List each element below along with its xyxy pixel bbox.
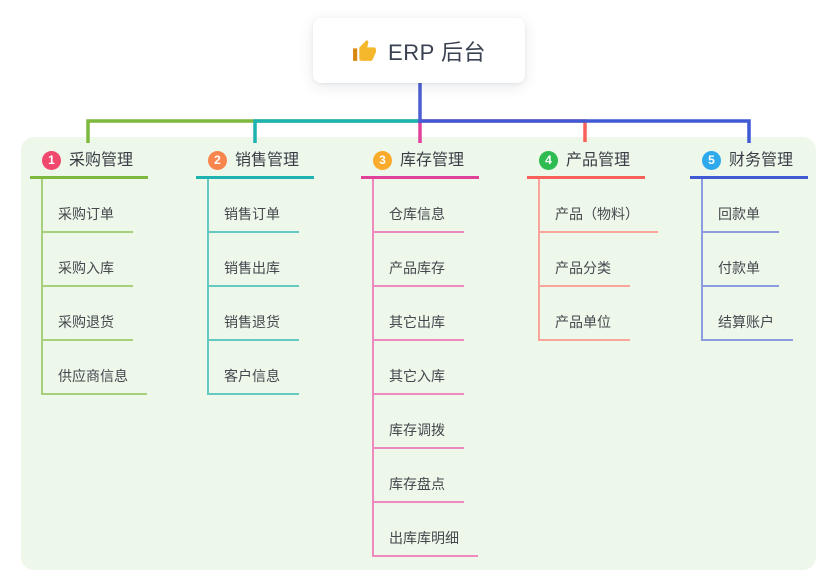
child-label: 采购订单 <box>58 206 114 222</box>
mindmap-panel <box>21 137 816 570</box>
branch-1: 1 采购管理采购订单采购入库采购退货供应商信息 <box>30 150 148 395</box>
child-label: 仓库信息 <box>389 206 445 222</box>
branch-3: 3 库存管理仓库信息产品库存其它出库其它入库库存调拨库存盘点出库库明细 <box>361 150 479 557</box>
child-node[interactable]: 产品库存 <box>372 233 464 287</box>
branch-children: 产品（物料） 产品分类产品单位 <box>538 179 658 341</box>
child-node[interactable]: 产品（物料） <box>538 179 658 233</box>
child-node[interactable]: 供应商信息 <box>41 341 147 395</box>
child-node[interactable]: 仓库信息 <box>372 179 464 233</box>
child-node[interactable]: 销售出库 <box>207 233 299 287</box>
branch-5: 5 财务管理回款单付款单结算账户 <box>690 150 808 341</box>
child-node[interactable]: 销售退货 <box>207 287 299 341</box>
thumbs-up-icon <box>353 40 376 61</box>
branch-spine <box>372 179 374 557</box>
branch-node[interactable]: 2 销售管理 <box>196 150 314 179</box>
child-label: 库存调拨 <box>389 422 445 438</box>
branch-spine <box>207 179 209 395</box>
branch-label: 产品管理 <box>566 152 631 169</box>
child-node[interactable]: 结算账户 <box>701 287 793 341</box>
child-node[interactable]: 付款单 <box>701 233 779 287</box>
child-label: 销售退货 <box>224 314 280 330</box>
child-label: 销售出库 <box>224 260 280 276</box>
branch-number-badge: 2 <box>208 151 227 170</box>
child-label: 销售订单 <box>224 206 280 222</box>
branch-node[interactable]: 1 采购管理 <box>30 150 148 179</box>
branch-children: 仓库信息产品库存其它出库其它入库库存调拨库存盘点出库库明细 <box>372 179 479 557</box>
branch-children: 销售订单销售出库销售退货客户信息 <box>207 179 314 395</box>
branch-label: 销售管理 <box>235 152 300 169</box>
child-node[interactable]: 采购入库 <box>41 233 133 287</box>
branch-spine <box>701 179 703 341</box>
child-label: 产品分类 <box>555 260 611 276</box>
child-label: 其它入库 <box>389 368 445 384</box>
root-node[interactable]: ERP 后台 <box>313 18 525 83</box>
child-label: 回款单 <box>718 206 760 222</box>
branch-children: 采购订单采购入库采购退货供应商信息 <box>41 179 148 395</box>
child-label: 其它出库 <box>389 314 445 330</box>
child-node[interactable]: 销售订单 <box>207 179 299 233</box>
branch-label: 库存管理 <box>400 152 465 169</box>
branch-4: 4 产品管理产品（物料） 产品分类产品单位 <box>527 150 658 341</box>
branch-node[interactable]: 4 产品管理 <box>527 150 645 179</box>
child-label: 产品单位 <box>555 314 611 330</box>
branch-children: 回款单付款单结算账户 <box>701 179 808 341</box>
branch-number-badge: 5 <box>702 151 721 170</box>
branch-number-badge: 1 <box>42 151 61 170</box>
child-label: 库存盘点 <box>389 476 445 492</box>
child-node[interactable]: 客户信息 <box>207 341 299 395</box>
child-label: 采购入库 <box>58 260 114 276</box>
branch-node[interactable]: 5 财务管理 <box>690 150 808 179</box>
branch-number-badge: 3 <box>373 151 392 170</box>
branch-spine <box>538 179 540 341</box>
branch-label: 财务管理 <box>729 152 794 169</box>
child-node[interactable]: 其它入库 <box>372 341 464 395</box>
branch-spine <box>41 179 43 395</box>
root-title: ERP 后台 <box>388 39 486 65</box>
branch-node[interactable]: 3 库存管理 <box>361 150 479 179</box>
child-label: 付款单 <box>718 260 760 276</box>
child-label: 产品（物料） <box>555 206 639 222</box>
child-label: 供应商信息 <box>58 368 128 384</box>
child-node[interactable]: 回款单 <box>701 179 779 233</box>
child-node[interactable]: 库存调拨 <box>372 395 464 449</box>
child-node[interactable]: 产品分类 <box>538 233 630 287</box>
child-node[interactable]: 产品单位 <box>538 287 630 341</box>
child-label: 结算账户 <box>718 314 774 330</box>
child-node[interactable]: 其它出库 <box>372 287 464 341</box>
child-node[interactable]: 采购订单 <box>41 179 133 233</box>
child-label: 采购退货 <box>58 314 114 330</box>
child-label: 出库库明细 <box>389 530 459 546</box>
branch-number-badge: 4 <box>539 151 558 170</box>
branch-2: 2 销售管理销售订单销售出库销售退货客户信息 <box>196 150 314 395</box>
branch-label: 采购管理 <box>69 152 134 169</box>
child-node[interactable]: 出库库明细 <box>372 503 478 557</box>
child-label: 客户信息 <box>224 368 280 384</box>
child-label: 产品库存 <box>389 260 445 276</box>
child-node[interactable]: 采购退货 <box>41 287 133 341</box>
child-node[interactable]: 库存盘点 <box>372 449 464 503</box>
